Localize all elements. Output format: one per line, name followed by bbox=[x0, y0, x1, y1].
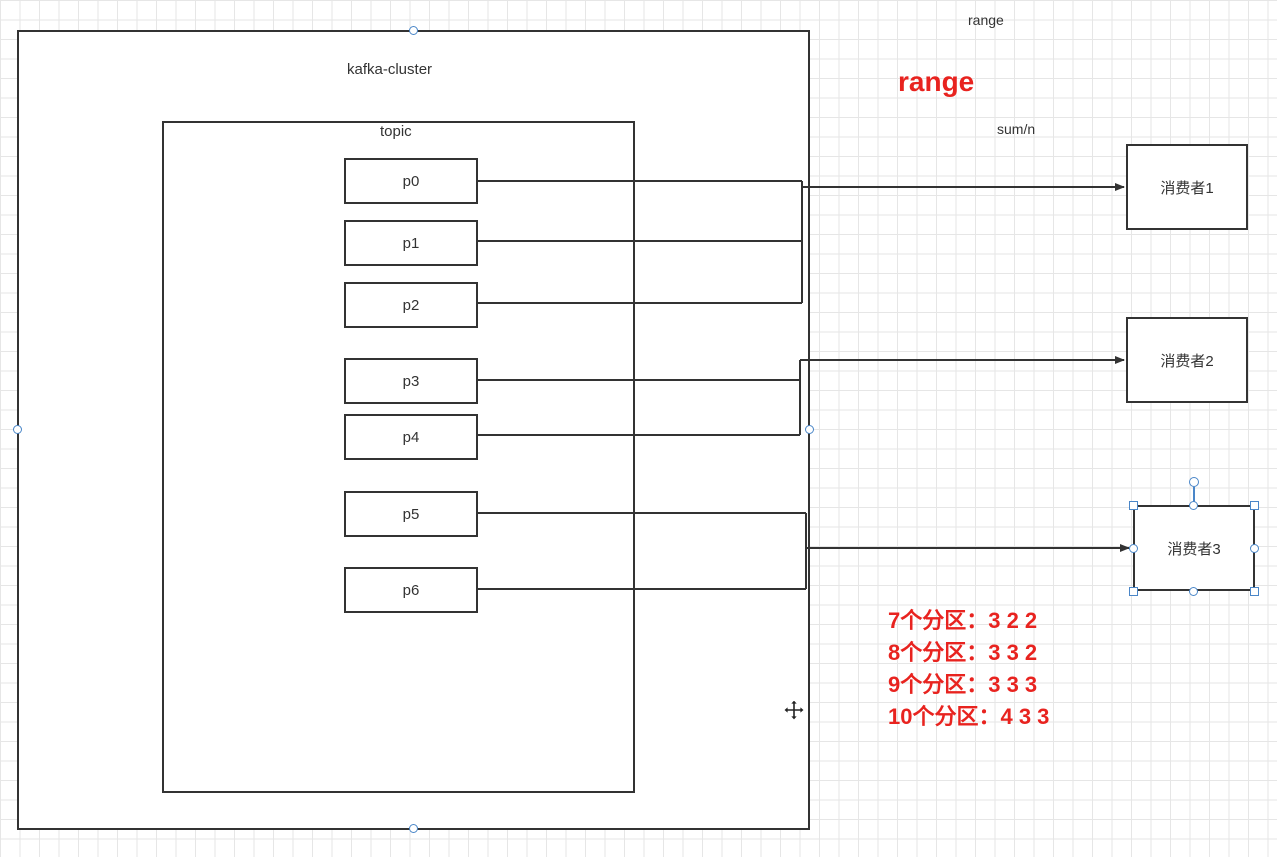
resize-handle-left[interactable] bbox=[1129, 544, 1138, 553]
topic-label: topic bbox=[380, 123, 412, 140]
note-9-partitions: 9个分区：3 3 3 bbox=[888, 672, 1038, 697]
consumer-2[interactable]: 消费者2 bbox=[1126, 317, 1248, 403]
resize-handle-top-left[interactable] bbox=[1129, 501, 1138, 510]
cluster-handle-right[interactable] bbox=[805, 425, 814, 434]
cluster-handle-bottom[interactable] bbox=[409, 824, 418, 833]
resize-handle-top-right[interactable] bbox=[1250, 501, 1259, 510]
resize-handle-bottom[interactable] bbox=[1189, 587, 1198, 596]
rotate-handle-stem bbox=[1193, 487, 1195, 505]
move-cursor-icon bbox=[783, 699, 805, 721]
partition-p5[interactable]: p5 bbox=[344, 491, 478, 537]
resize-handle-bottom-left[interactable] bbox=[1129, 587, 1138, 596]
note-8-partitions: 8个分区：3 3 2 bbox=[888, 640, 1038, 665]
resize-handle-bottom-right[interactable] bbox=[1250, 587, 1259, 596]
consumer-1[interactable]: 消费者1 bbox=[1126, 144, 1248, 230]
partition-p6[interactable]: p6 bbox=[344, 567, 478, 613]
resize-handle-right[interactable] bbox=[1250, 544, 1259, 553]
cluster-handle-top[interactable] bbox=[409, 26, 418, 35]
partition-p2[interactable]: p2 bbox=[344, 282, 478, 328]
strategy-title: range bbox=[898, 66, 975, 97]
note-10-partitions: 10个分区：4 3 3 bbox=[888, 704, 1050, 729]
partition-p0[interactable]: p0 bbox=[344, 158, 478, 204]
cluster-label: kafka-cluster bbox=[347, 61, 433, 78]
formula-label: sum/n bbox=[997, 121, 1036, 137]
partition-p4[interactable]: p4 bbox=[344, 414, 478, 460]
note-7-partitions: 7个分区：3 2 2 bbox=[888, 608, 1038, 633]
range-small-label: range bbox=[968, 12, 1004, 28]
cluster-handle-left[interactable] bbox=[13, 425, 22, 434]
resize-handle-top[interactable] bbox=[1189, 501, 1198, 510]
partition-p3[interactable]: p3 bbox=[344, 358, 478, 404]
partition-p1[interactable]: p1 bbox=[344, 220, 478, 266]
consumer-3-selected[interactable]: 消费者3 bbox=[1133, 505, 1255, 591]
rotate-handle[interactable] bbox=[1189, 477, 1199, 487]
